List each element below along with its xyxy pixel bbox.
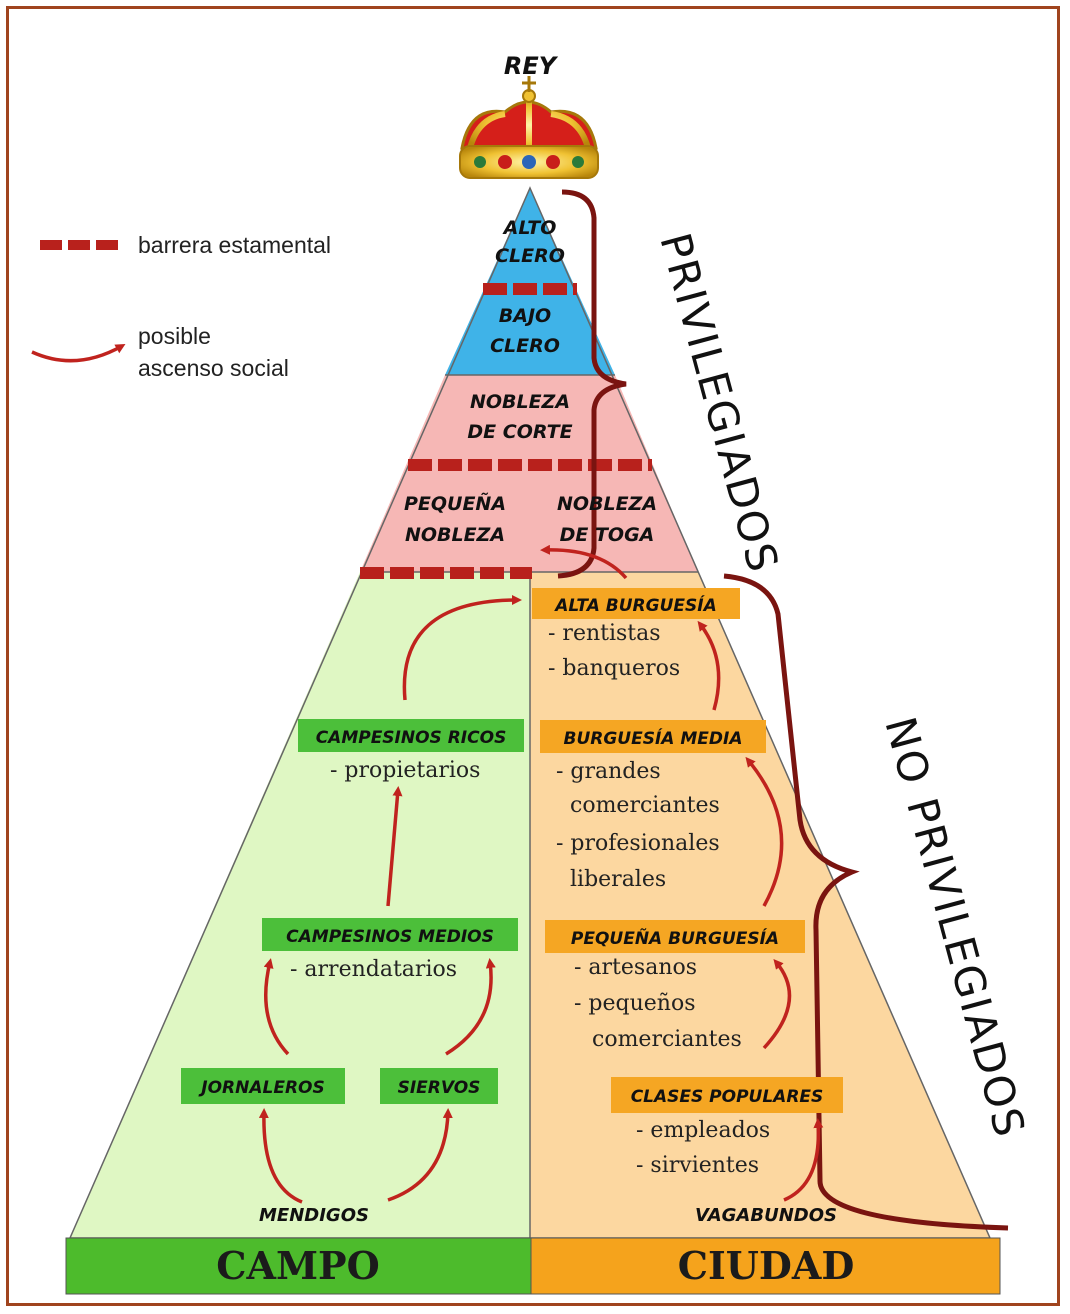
arrow-jornaleros-medios <box>263 958 290 1056</box>
campesinos-medios-box <box>262 918 518 951</box>
pequena-nobleza: PEQUEÑA NOBLEZA <box>404 491 506 546</box>
alta-burguesia-title: ALTA BURGUESÍA <box>553 594 716 616</box>
pequena-nobleza-line-1: PEQUEÑA <box>404 491 506 515</box>
pequena-burguesia-item-3: comerciantes <box>592 1027 742 1052</box>
arrow-alta-burguesia-nobleza-toga <box>540 544 628 580</box>
alta-burguesia-box <box>532 588 740 619</box>
burguesia-media-item-1: - grandes <box>556 759 661 784</box>
legend: barrera estamental posible ascenso socia… <box>31 232 331 381</box>
siervos-box <box>380 1068 498 1104</box>
nobleza-region <box>360 375 698 572</box>
clases-populares-item-2: - sirvientes <box>636 1153 759 1178</box>
pequena-burguesia-item-2: - pequeños <box>574 991 696 1016</box>
ciudad-base <box>530 1237 1001 1295</box>
campesinos-ricos-item-1: - propietarios <box>330 758 480 783</box>
siervos: SIERVOS <box>380 1068 498 1104</box>
burguesia-media: BURGUESÍA MEDIA - grandes comerciantes -… <box>540 720 766 892</box>
legend-ascent-label-2: ascenso social <box>138 355 289 381</box>
alta-burguesia-item-2: - banqueros <box>548 656 680 681</box>
campesinos-medios: CAMPESINOS MEDIOS - arrendatarios <box>262 918 518 982</box>
campesinos-medios-title: CAMPESINOS MEDIOS <box>286 927 494 947</box>
arrow-ricos-alta-burguesia <box>402 595 522 701</box>
arrow-siervos-medios <box>445 958 496 1056</box>
legend-ascent-label-1: posible <box>138 323 211 349</box>
alto-clero-line-1: ALTO <box>502 217 557 239</box>
jornaleros-box <box>181 1068 345 1104</box>
legend-barrier-label: barrera estamental <box>138 232 331 258</box>
arrow-medios-ricos <box>386 786 403 907</box>
arrow-vagabundos-clases-populares <box>783 1118 824 1202</box>
campo-base <box>65 1237 532 1295</box>
clases-populares-box <box>611 1077 843 1113</box>
alta-burguesia-item-1: - rentistas <box>548 621 661 646</box>
pequena-nobleza-line-2: NOBLEZA <box>405 524 505 546</box>
pequena-burguesia-item-1: - artesanos <box>574 955 697 980</box>
jornaleros: JORNALEROS <box>181 1068 345 1104</box>
arrow-mendigos-siervos <box>387 1108 453 1202</box>
base-bar: CAMPO CIUDAD <box>65 1237 1001 1295</box>
arrow-pequena-media <box>745 756 784 907</box>
clases-populares-title: CLASES POPULARES <box>631 1087 824 1107</box>
nobleza-de-corte: NOBLEZA DE CORTE <box>467 391 572 443</box>
campesinos-ricos: CAMPESINOS RICOS - propietarios <box>298 719 524 783</box>
arrow-pequena-burguesia-media <box>762 958 792 1050</box>
campesinos-ricos-box <box>298 719 524 752</box>
bajo-clero: BAJO CLERO <box>490 305 560 357</box>
ascent-arrows <box>258 544 824 1204</box>
burguesia-media-item-3: - profesionales <box>556 831 720 856</box>
pequena-burguesia-box <box>545 920 805 953</box>
jornaleros-title: JORNALEROS <box>198 1078 324 1098</box>
king-label: REY <box>504 52 559 80</box>
clero-region <box>445 188 615 375</box>
clases-populares-item-1: - empleados <box>636 1118 770 1143</box>
alto-clero-line-2: CLERO <box>495 245 565 267</box>
arrow-mendigos-jornaleros <box>258 1108 303 1204</box>
privileged-bracket <box>557 189 627 579</box>
burguesia-media-item-4: liberales <box>570 867 666 892</box>
bajo-clero-line-1: BAJO <box>499 305 551 327</box>
nobleza-corte-line-2: DE CORTE <box>467 421 572 443</box>
crown-icon <box>459 76 599 179</box>
vagabundos-label: VAGABUNDOS <box>695 1205 837 1226</box>
campesinos-medios-item-1: - arrendatarios <box>290 957 457 982</box>
ciudad-base-label: CIUDAD <box>678 1243 855 1288</box>
campesinos-ricos-title: CAMPESINOS RICOS <box>316 728 507 748</box>
barrier-lines <box>360 283 652 579</box>
nobleza-corte-line-1: NOBLEZA <box>470 391 570 413</box>
siervos-title: SIERVOS <box>398 1078 481 1098</box>
burguesia-media-title: BURGUESÍA MEDIA <box>564 727 743 749</box>
clases-populares: CLASES POPULARES - empleados - sirviente… <box>611 1077 843 1178</box>
pequena-burguesia-title: PEQUEÑA BURGUESÍA <box>571 926 779 949</box>
mendigos-label: MENDIGOS <box>259 1205 369 1226</box>
nobleza-toga-line-1: NOBLEZA <box>557 493 657 515</box>
campo-base-label: CAMPO <box>216 1243 379 1288</box>
alto-clero: ALTO CLERO <box>495 217 565 267</box>
arrow-media-alta <box>697 620 721 711</box>
legend-ascent-arrow <box>31 344 126 363</box>
nobleza-toga-line-2: DE TOGA <box>560 524 655 546</box>
burguesia-media-box <box>540 720 766 753</box>
non-privileged-bracket <box>723 573 1009 1231</box>
pequena-burguesia: PEQUEÑA BURGUESÍA - artesanos - pequeños… <box>545 920 805 1052</box>
alta-burguesia: ALTA BURGUESÍA - rentistas - banqueros <box>532 588 740 681</box>
campo-region <box>70 572 530 1238</box>
bajo-clero-line-2: CLERO <box>490 335 560 357</box>
burguesia-media-item-2: comerciantes <box>570 793 720 818</box>
nobleza-de-toga: NOBLEZA DE TOGA <box>557 493 657 546</box>
